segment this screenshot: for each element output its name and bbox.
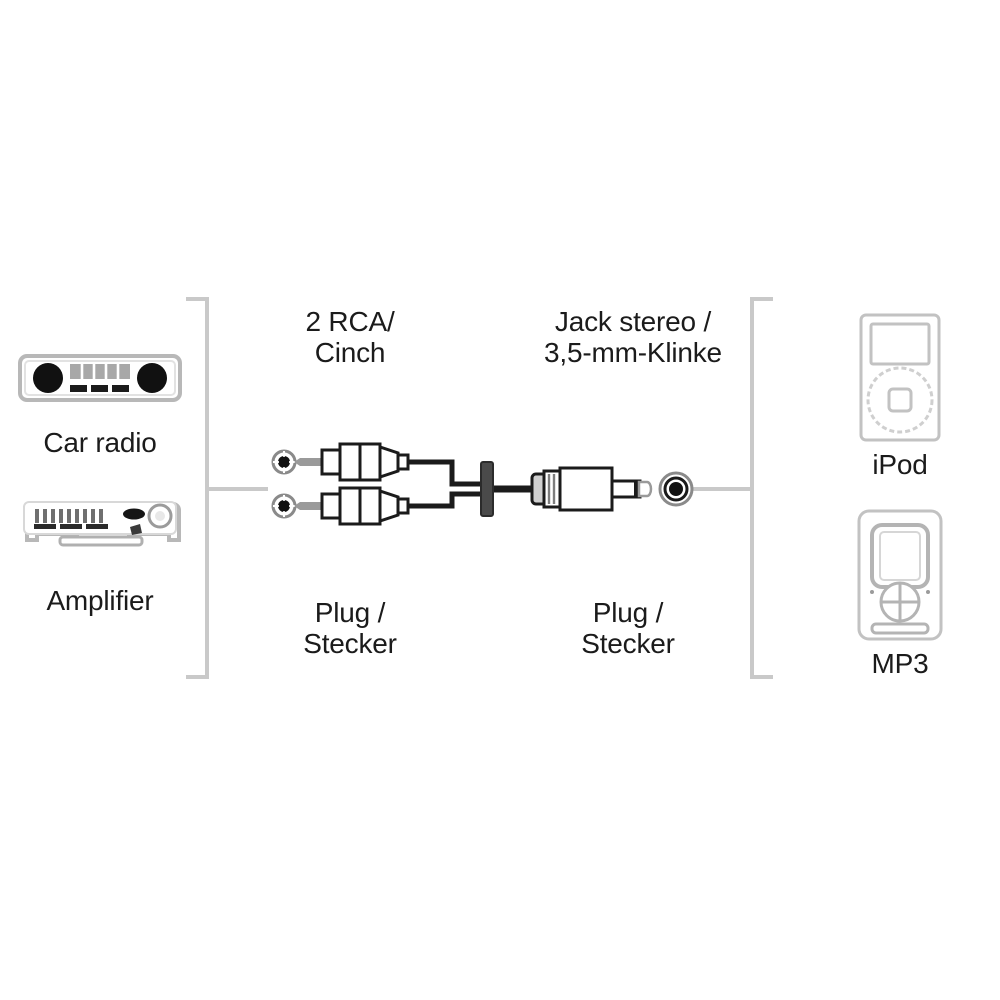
right-connector-type-line2: 3,5-mm-Klinke: [544, 337, 722, 369]
rca-socket-icon: [271, 449, 297, 475]
device-label-ipod: iPod: [872, 449, 928, 480]
jack-35mm-socket-icon: [658, 471, 694, 507]
rca-plug-icon: [294, 442, 410, 482]
source-device-bracket: [186, 297, 268, 679]
right-connector-type-line1: Jack stereo /: [554, 306, 712, 337]
right-connector-gender-line1: Plug /: [592, 597, 664, 628]
device-label-amplifier: Amplifier: [46, 585, 154, 616]
right-connector-type-label: Jack stereo /3,5-mm-Klinke: [518, 306, 748, 369]
left-connector-gender-line2: Stecker: [303, 628, 397, 660]
car-radio-icon: [18, 354, 182, 402]
ipod-icon: [859, 313, 941, 442]
jack-35mm-plug-icon: [530, 466, 653, 512]
mp3-player-icon: [857, 509, 943, 641]
device-label-car-radio: Car radio: [43, 427, 157, 458]
left-connector-type-line2: Cinch: [314, 337, 386, 369]
amplifier-icon: [23, 501, 181, 547]
device-label-mp3: MP3: [871, 648, 929, 679]
left-connector-type-line1: 2 RCA/: [305, 306, 395, 337]
strain-relief-icon: [480, 461, 494, 517]
left-connector-gender-line1: Plug /: [314, 597, 386, 628]
left-connector-type-label: 2 RCA/Cinch: [260, 306, 440, 369]
left-connector-gender-label: Plug /Stecker: [260, 597, 440, 660]
rca-socket-icon: [271, 493, 297, 519]
target-device-bracket: [692, 297, 773, 679]
rca-plug-icon: [294, 486, 410, 526]
right-connector-gender-label: Plug /Stecker: [538, 597, 718, 660]
right-connector-gender-line2: Stecker: [581, 628, 675, 660]
cable-y-junction-icon: [404, 459, 540, 509]
